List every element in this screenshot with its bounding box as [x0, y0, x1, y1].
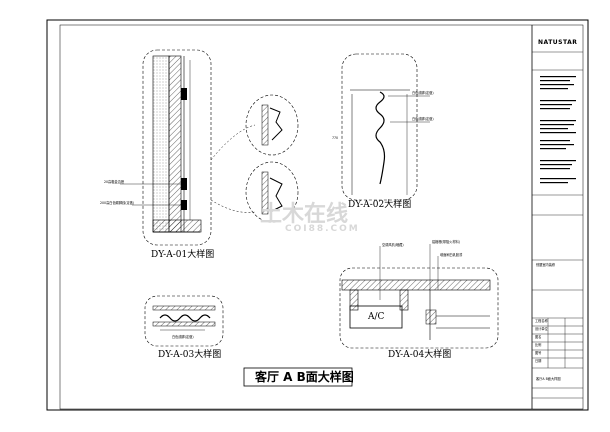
detail-a01-label: DY-A-01大样图 — [151, 250, 215, 260]
detail-a01 — [120, 49, 256, 246]
detail-a01-zoom-top — [245, 94, 299, 156]
firm-logo: NATUSTAR — [538, 39, 578, 46]
tb-row-0: 工程名称 — [535, 319, 548, 323]
tb-row-2: 图名 — [535, 335, 542, 339]
tb-row-4: 图号 — [535, 351, 542, 355]
dim-a02-side: 770 — [332, 136, 339, 140]
main-title-box — [243, 367, 353, 387]
callout-a01-bottom: 200高白色踢脚线(定做) — [100, 201, 135, 205]
callout-a04-right2: 墙面刷白乳胶漆 — [440, 253, 463, 257]
detail-a03-label: DY-A-03大样图 — [158, 350, 222, 360]
tb-row-3: 比例 — [535, 343, 542, 347]
inner-border — [59, 24, 584, 410]
detail-a02-label: DY-A-02大样图 — [348, 200, 412, 210]
ac-label: A/C — [368, 312, 385, 322]
callout-a02-bottom: 白色线脚(定做) — [412, 117, 434, 121]
callout-a03: 白色线脚(定做) — [172, 335, 194, 339]
watermark-sub: COI88.COM — [285, 224, 360, 234]
sheet-name: 客厅A B面大样图 — [536, 377, 561, 381]
watermark-main: 土木在线 — [260, 202, 349, 227]
callout-a04-left: 空调风机(暗藏) — [382, 243, 404, 247]
tb-row-5: 日期 — [535, 359, 542, 363]
title-block — [531, 25, 583, 409]
detail-a02 — [341, 53, 430, 201]
detail-a04-label: DY-A-04大样图 — [388, 350, 452, 360]
callout-a02-top: 白色线脚(定做) — [412, 91, 434, 95]
outer-border — [46, 19, 589, 411]
detail-a01-zoom-bottom — [245, 161, 299, 223]
callout-a01-top: 20高粗金边槽 — [104, 180, 124, 184]
callout-a04-right1: 铝格栅(带阻火材料) — [432, 240, 460, 244]
detail-a04 — [339, 244, 499, 349]
detail-a03 — [144, 295, 224, 347]
project-name: 别墅室内装修 — [536, 263, 556, 267]
tb-row-1: 设计单位 — [535, 327, 548, 331]
drawing-title: 客厅 A B面大样图 — [255, 370, 354, 384]
